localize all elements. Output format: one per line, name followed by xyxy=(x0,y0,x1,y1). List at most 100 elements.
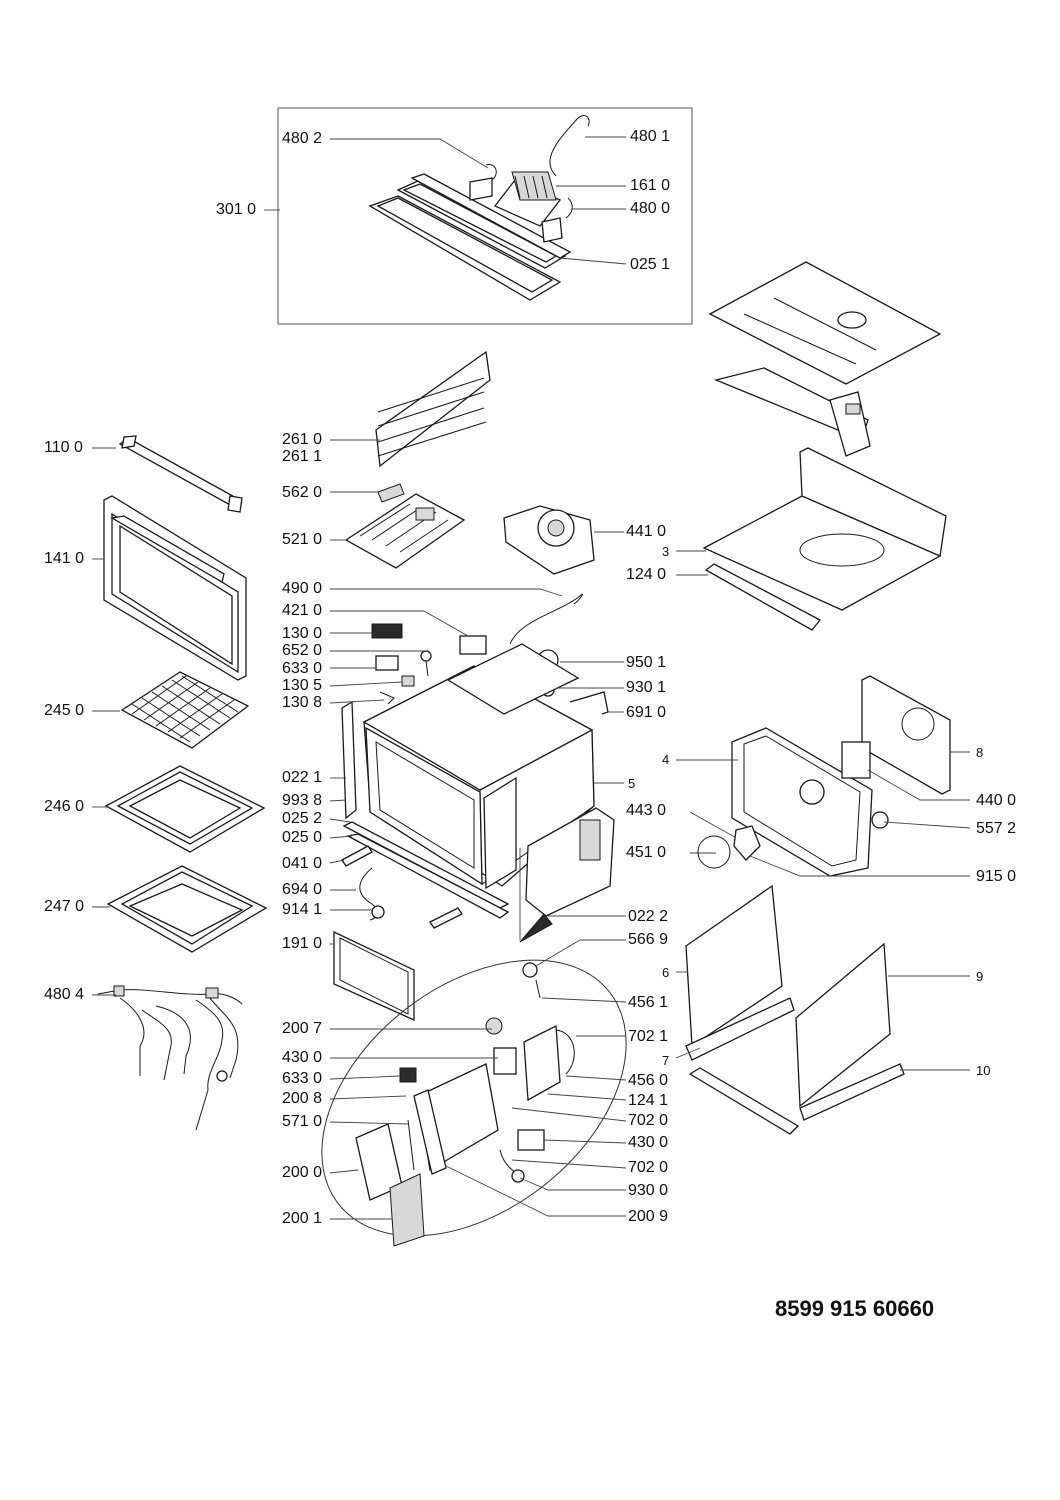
callout-022-2: 022 2 xyxy=(628,908,669,925)
display-board-part xyxy=(469,171,563,243)
steam-generator-group-outline xyxy=(321,959,627,1237)
side-panel-6-part xyxy=(685,884,795,1061)
callout-480-0: 480 0 xyxy=(630,200,671,217)
cavity-back-part xyxy=(731,727,873,877)
control-panel-part xyxy=(368,173,572,301)
callout-440-0: 440 0 xyxy=(976,792,1017,809)
oven-door-part xyxy=(103,495,247,681)
leader-456-1 xyxy=(541,997,627,1003)
callout-490-0: 490 0 xyxy=(282,580,323,597)
callout-521-0: 521 0 xyxy=(282,531,323,548)
leader-993-8 xyxy=(329,799,347,802)
callout-025-2: 025 2 xyxy=(282,810,323,827)
leader-443-0 xyxy=(689,811,741,841)
chassis-top-part xyxy=(702,447,947,631)
leader-490-0 xyxy=(330,588,563,597)
leader-200-0 xyxy=(329,1169,359,1174)
deep-tray-part xyxy=(106,865,268,953)
pointer-arrow xyxy=(519,913,553,943)
model-number: 8599 915 60660 xyxy=(775,1296,935,1321)
leader-456-0 xyxy=(565,1075,627,1081)
leader-702-0-a xyxy=(511,1107,627,1122)
leader-930-0 xyxy=(519,1177,626,1191)
callout-025-0: 025 0 xyxy=(282,829,323,846)
callout-930-0: 930 0 xyxy=(628,1182,669,1199)
callout-161-0: 161 0 xyxy=(630,177,671,194)
callout-430-0-left: 430 0 xyxy=(282,1049,323,1066)
callout-261-0: 261 0 xyxy=(282,431,323,448)
callout-130-0: 130 0 xyxy=(282,625,323,642)
callout-421-0: 421 0 xyxy=(282,602,323,619)
rear-panel-442-part xyxy=(525,807,615,917)
callout-124-0: 124 0 xyxy=(626,566,667,583)
leader-430-0-b xyxy=(543,1139,627,1144)
callout-456-0: 456 0 xyxy=(628,1072,669,1089)
leader-702-0-b xyxy=(511,1159,627,1169)
callout-930-1: 930 1 xyxy=(626,679,667,696)
callout-443-0: 443 0 xyxy=(626,802,667,819)
leader-480-2 xyxy=(330,138,489,169)
callout-451-0: 451 0 xyxy=(626,844,667,861)
callout-025-1: 025 1 xyxy=(630,256,671,273)
leader-025-0 xyxy=(329,835,353,839)
callout-915-0: 915 0 xyxy=(976,868,1017,885)
callout-702-1: 702 1 xyxy=(628,1028,669,1045)
fan-housing-part xyxy=(841,675,951,829)
callout-480-4: 480 4 xyxy=(44,986,85,1003)
leader-633-0-b xyxy=(329,1075,401,1080)
callout-110-0: 110 0 xyxy=(44,439,83,456)
leader-200-9 xyxy=(445,1165,626,1217)
callout-200-0: 200 0 xyxy=(282,1164,323,1181)
wire-rack-part xyxy=(120,671,250,749)
callout-633-0-lower: 633 0 xyxy=(282,1070,323,1087)
side-rack-part xyxy=(375,350,491,468)
leader-130-8 xyxy=(329,699,385,704)
callout-5: 5 xyxy=(628,776,636,791)
callout-247-0: 247 0 xyxy=(44,898,85,915)
callout-200-7: 200 7 xyxy=(282,1020,323,1037)
side-panel-9-part xyxy=(795,942,905,1121)
oven-cavity-part xyxy=(341,643,595,890)
callout-141-0: 141 0 xyxy=(44,550,85,567)
fan-blade-ring-parts xyxy=(697,825,761,869)
cavity-bottom-parts xyxy=(333,821,510,1022)
callout-691-0: 691 0 xyxy=(626,704,667,721)
callout-694-0: 694 0 xyxy=(282,881,323,898)
callout-702-0-a: 702 0 xyxy=(628,1112,669,1129)
callout-8: 8 xyxy=(976,745,984,760)
callout-6: 6 xyxy=(662,965,670,980)
callout-430-0-right: 430 0 xyxy=(628,1134,669,1151)
callout-7: 7 xyxy=(662,1053,670,1068)
callout-571-0: 571 0 xyxy=(282,1113,323,1130)
callout-441-0: 441 0 xyxy=(626,523,667,540)
leader-124-1 xyxy=(547,1093,627,1101)
callout-557-2: 557 2 xyxy=(976,820,1017,837)
leader-440-0 xyxy=(867,769,970,801)
leader-557-2 xyxy=(883,821,971,829)
leader-200-8 xyxy=(329,1095,407,1100)
air-duct-part xyxy=(713,367,871,457)
leader-041-0 xyxy=(329,859,345,864)
callout-041-0: 041 0 xyxy=(282,855,323,872)
leader-566-9 xyxy=(535,939,626,967)
callout-261-1: 261 1 xyxy=(282,448,323,465)
callout-10: 10 xyxy=(976,1063,991,1078)
cable-480-1 xyxy=(549,115,590,177)
callout-562-0: 562 0 xyxy=(282,484,323,501)
callout-3: 3 xyxy=(662,544,670,559)
control-panel-inset-box xyxy=(277,107,693,325)
clip-480-2 xyxy=(485,164,497,181)
door-handle-part xyxy=(118,435,243,513)
leader-421-0 xyxy=(330,610,469,637)
leader-130-5 xyxy=(329,681,403,687)
main-board-part xyxy=(344,493,466,569)
callout-652-0: 652 0 xyxy=(282,642,323,659)
callout-950-1: 950 1 xyxy=(626,654,667,671)
callout-130-8: 130 8 xyxy=(282,694,323,711)
callout-130-5: 130 5 xyxy=(282,677,323,694)
callout-200-8: 200 8 xyxy=(282,1090,323,1107)
clip-480-0 xyxy=(565,197,573,219)
leader-915-0 xyxy=(739,851,970,877)
callout-456-1: 456 1 xyxy=(628,994,669,1011)
